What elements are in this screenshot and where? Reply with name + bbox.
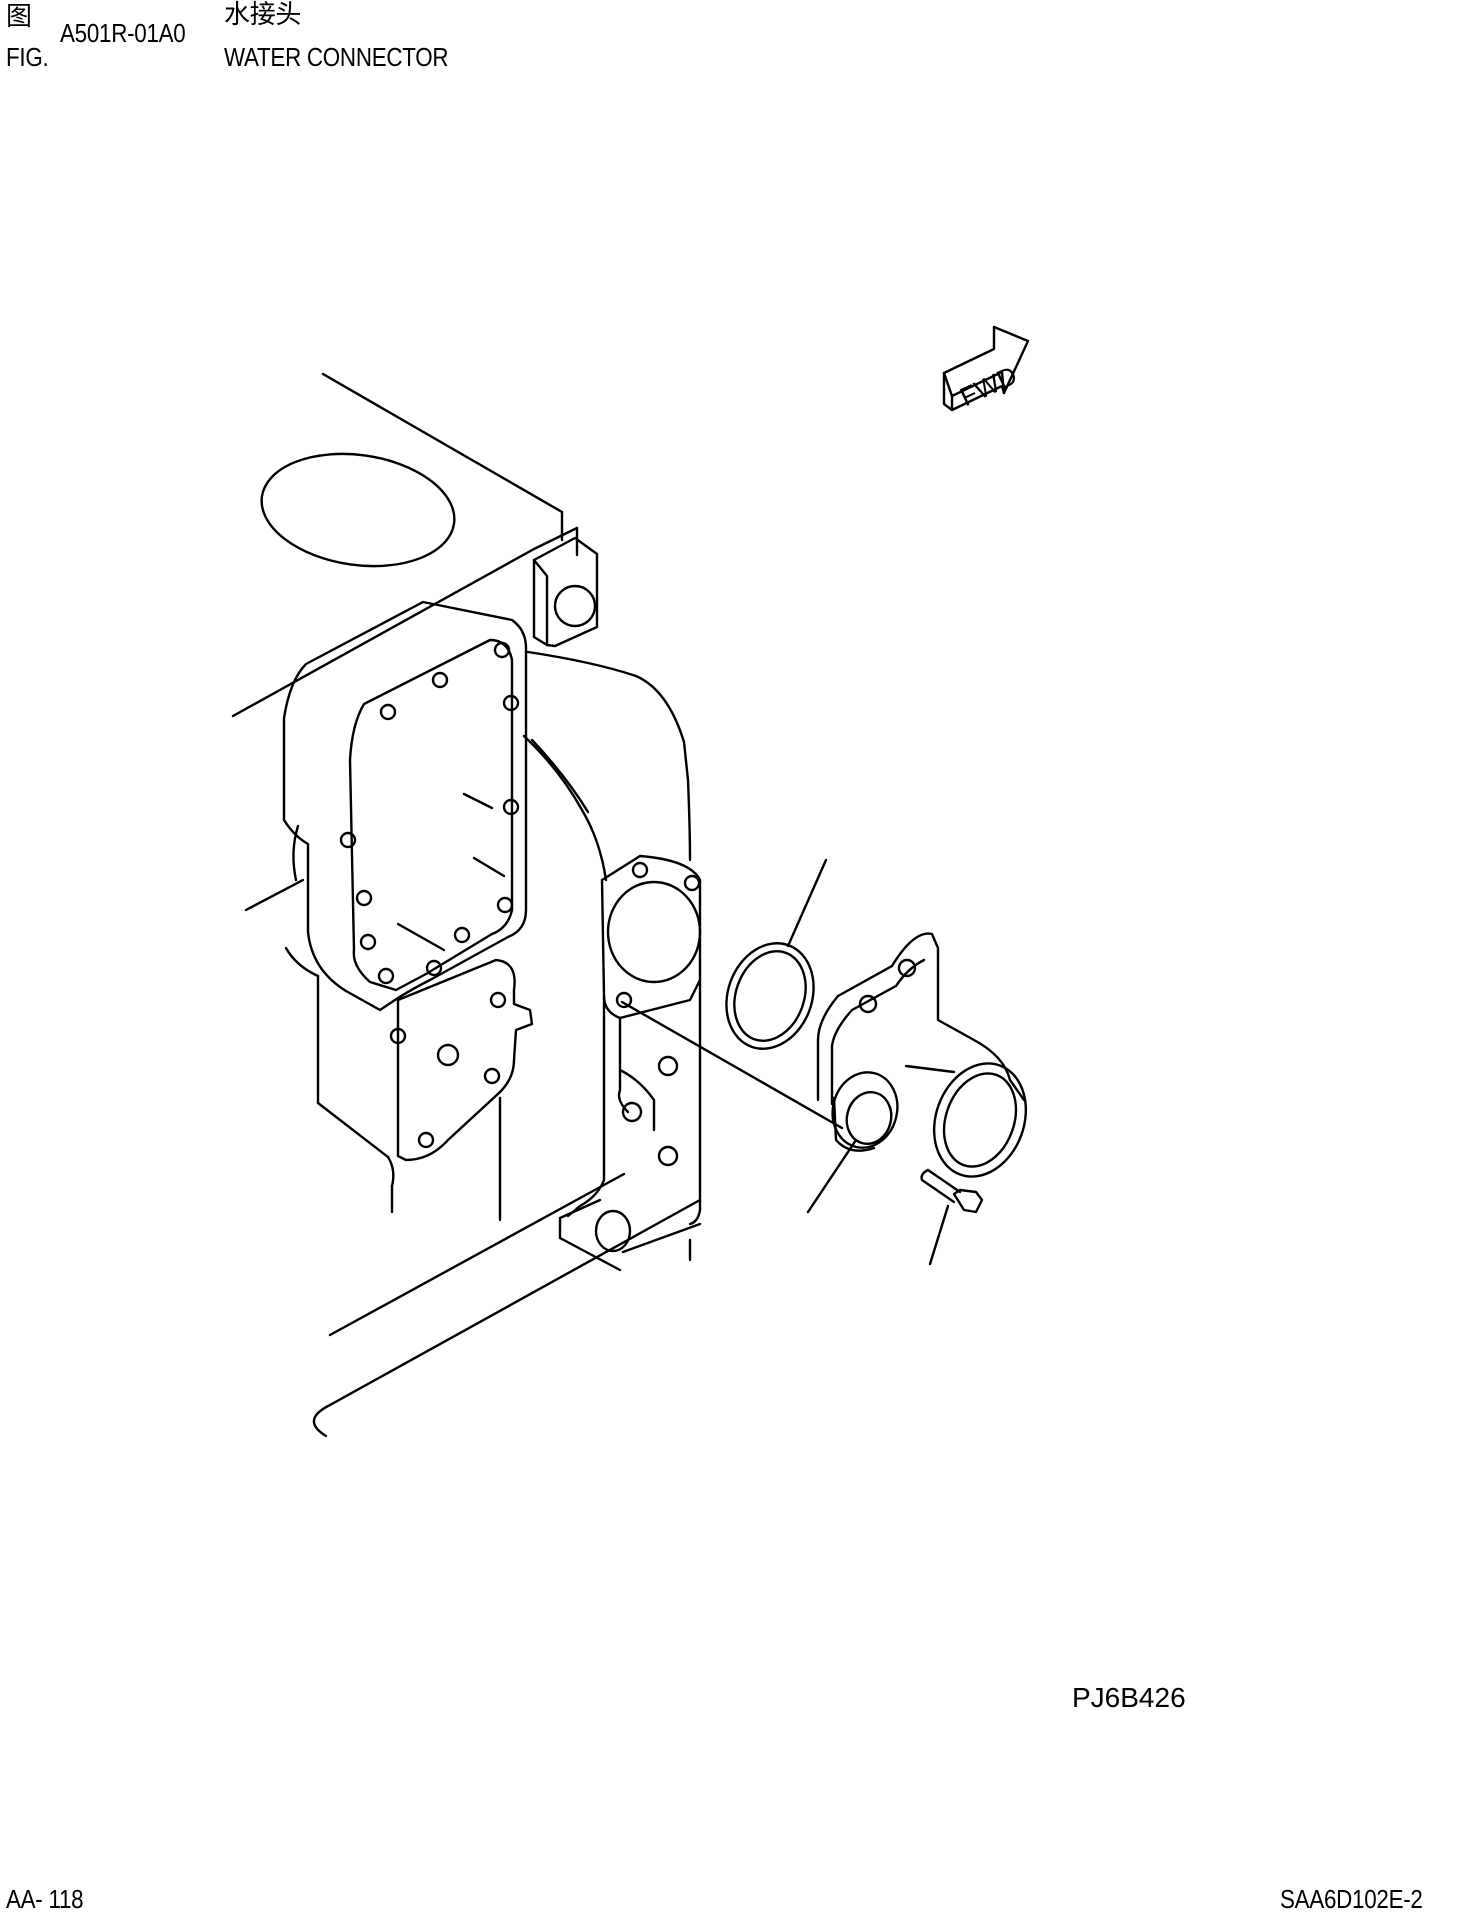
water-inlet-port	[606, 880, 702, 984]
assembly-centerline	[620, 1000, 844, 1130]
model-code: SAA6D102E-2	[1280, 1884, 1423, 1914]
leader-line	[786, 858, 828, 948]
water-inlet-housing	[522, 650, 702, 1272]
page-number: AA- 118	[6, 1884, 84, 1914]
block-boss-hole	[553, 584, 597, 628]
outlet-port	[932, 1062, 1028, 1178]
leader-line	[928, 1204, 950, 1266]
fwd-arrow-icon: FWD	[942, 325, 1030, 412]
cylinder-bore	[260, 452, 456, 568]
bolt	[920, 1168, 984, 1214]
title-cn: 水接头	[224, 0, 302, 30]
drawing-code: PJ6B426	[1072, 1682, 1186, 1713]
fig-label-cn: 图	[6, 2, 32, 32]
fwd-label: FWD	[955, 360, 1021, 412]
cylinder-block	[231, 372, 702, 1438]
oil-cooler-cover	[282, 600, 534, 1162]
o-ring	[725, 942, 815, 1050]
drain-plug	[594, 1209, 632, 1253]
leader-line	[806, 1138, 858, 1214]
water-connector	[816, 932, 1028, 1178]
title-en: WATER CONNECTOR	[224, 42, 449, 72]
fig-label-en: FIG.	[6, 42, 49, 72]
fig-number: A501R-01A0	[60, 18, 186, 48]
